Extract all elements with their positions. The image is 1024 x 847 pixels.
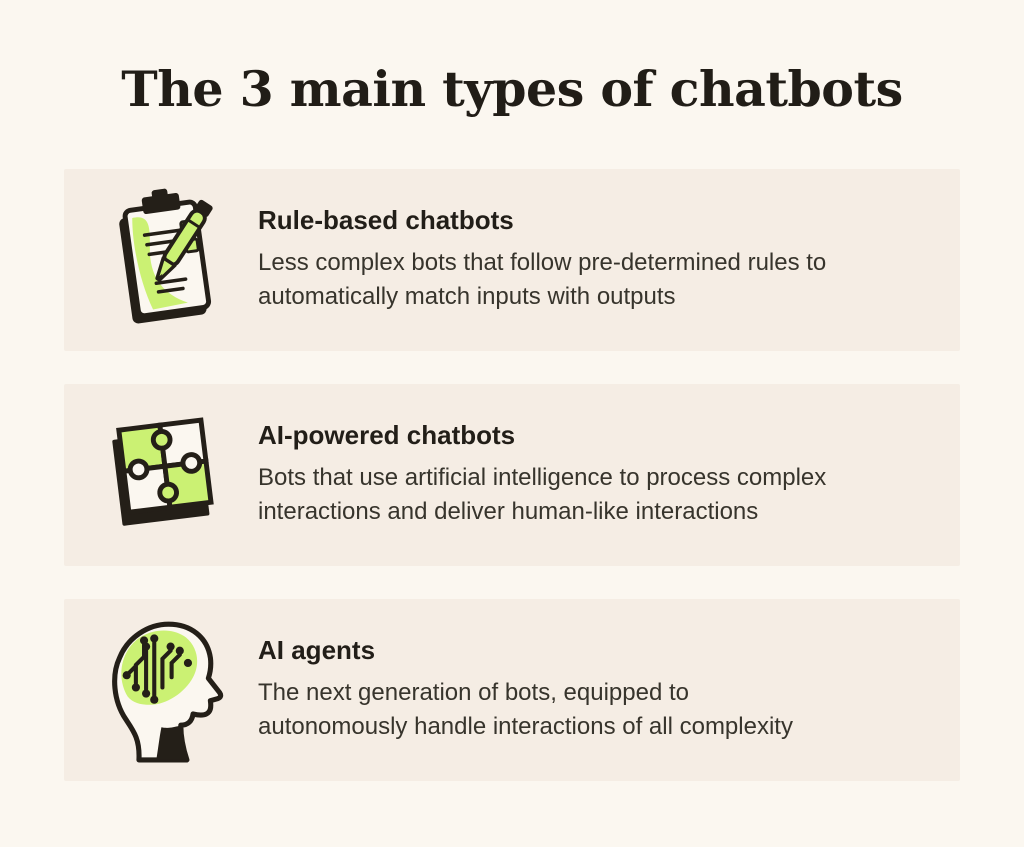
- clipboard-pen-graphic: [119, 188, 213, 324]
- puzzle-pieces-graphic: [112, 417, 214, 526]
- card-heading: AI-powered chatbots: [258, 419, 516, 450]
- card-heading: Rule-based chatbots: [258, 204, 514, 235]
- card-heading: AI agents: [258, 634, 376, 665]
- clipboard-pen-icon: [100, 184, 232, 336]
- card-description: Bots that use artificial intelligence to…: [258, 463, 827, 525]
- card-rule-based-text: Rule-based chatbots Less complex bots th…: [258, 204, 924, 314]
- card-ai-powered-chatbots: AI-powered chatbots Bots that use artifi…: [64, 383, 960, 566]
- head-circuit-brain-icon: [100, 614, 232, 766]
- head-circuit-brain-graphic: [112, 621, 224, 763]
- page-title: The 3 main types of chatbots: [121, 60, 903, 118]
- card-ai-agents: AI agents The next generation of bots, e…: [64, 598, 960, 781]
- card-ai-agents-text: AI agents The next generation of bots, e…: [258, 634, 924, 744]
- card-ai-powered-text: AI-powered chatbots Bots that use artifi…: [258, 419, 924, 529]
- infographic: The 3 main types of chatbots: [64, 60, 960, 781]
- puzzle-pieces-icon: [100, 399, 232, 551]
- card-description: The next generation of bots, equipped to…: [258, 678, 793, 740]
- card-rule-based-chatbots: Rule-based chatbots Less complex bots th…: [64, 168, 960, 351]
- card-description: Less complex bots that follow pre-determ…: [258, 248, 827, 310]
